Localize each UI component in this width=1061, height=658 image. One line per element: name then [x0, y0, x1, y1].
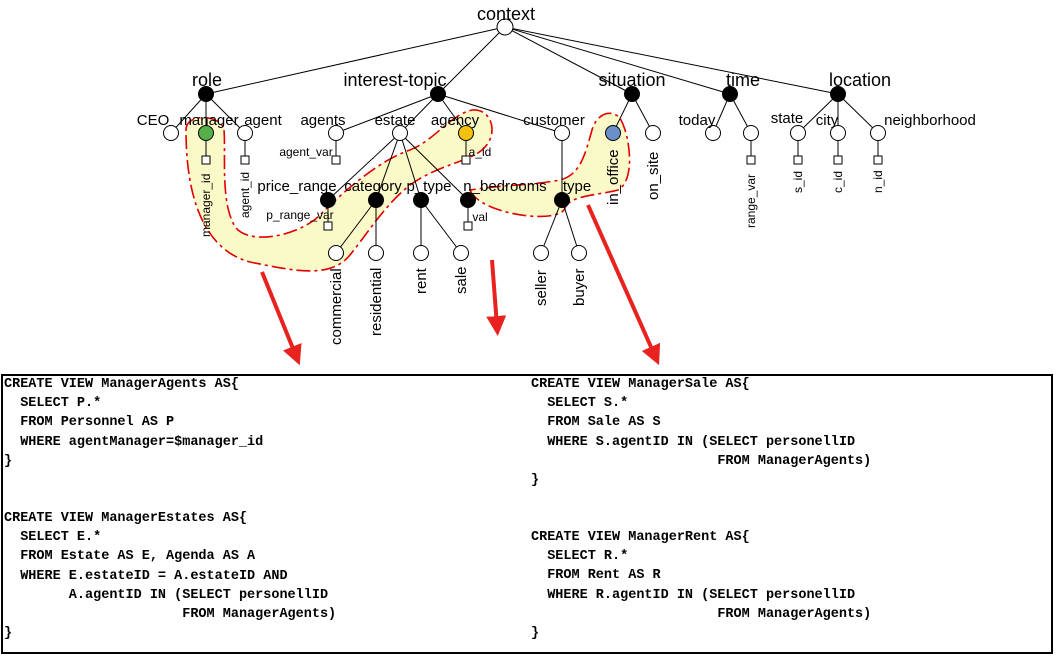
label-agent: agent	[244, 112, 282, 129]
label-p-type: p_type	[406, 178, 451, 195]
param-box-n-id	[873, 155, 883, 165]
node-neighborhood	[870, 125, 886, 141]
label-rent: rent	[413, 267, 430, 294]
label-customer: customer	[523, 112, 585, 129]
arrow-to-manager-agents	[260, 271, 302, 366]
node-commercial	[328, 245, 344, 261]
highlight-region-right	[468, 112, 631, 218]
label-neighborhood: neighborhood	[884, 112, 976, 129]
node-sale	[453, 245, 469, 261]
param-box-val	[463, 221, 473, 231]
view-manager-estates: CREATE VIEW ManagerEstates AS{ SELECT E.…	[4, 511, 337, 642]
label-c-id: c_id	[831, 171, 845, 193]
label-n-id: n_id	[871, 170, 885, 193]
label-agents: agents	[300, 112, 345, 129]
param-box-agent-id	[240, 155, 250, 165]
label-category: category	[344, 178, 402, 195]
arrow-to-manager-sale	[586, 204, 661, 366]
label-today: today	[679, 112, 716, 129]
node-manager	[198, 125, 214, 141]
label-manager: manager	[179, 112, 238, 129]
label-residential: residential	[368, 268, 385, 336]
node-buyer	[571, 245, 587, 261]
node-agents	[328, 125, 344, 141]
node-residential	[368, 245, 384, 261]
label-p-range-var: p_range_var	[266, 208, 333, 222]
node-situation	[624, 86, 640, 102]
label-on-site: on_site	[645, 152, 662, 200]
label-a-id: a_id	[469, 145, 492, 159]
param-box-s-id	[793, 155, 803, 165]
node-state	[790, 125, 806, 141]
node-ceo	[163, 125, 179, 141]
label-val: val	[472, 210, 487, 224]
node-time	[722, 86, 738, 102]
tree-edges	[170, 26, 879, 254]
label-in-office: in_office	[605, 149, 622, 205]
label-state: state	[771, 110, 804, 127]
label-range-var: range_var	[744, 174, 758, 228]
node-price-range	[320, 192, 336, 208]
param-box-agent-var	[331, 155, 341, 165]
node-city	[830, 125, 846, 141]
node-rent	[413, 245, 429, 261]
view-manager-agents: CREATE VIEW ManagerAgents AS{ SELECT P.*…	[4, 377, 264, 469]
label-agency: agency	[431, 112, 480, 129]
view-manager-rent: CREATE VIEW ManagerRent AS{ SELECT R.* F…	[531, 530, 872, 642]
label-commercial: commercial	[328, 268, 345, 345]
param-box-range-var	[746, 155, 756, 165]
highlight-region	[185, 109, 493, 272]
node-interest-topic	[430, 86, 446, 102]
parameter-boxes	[201, 155, 883, 231]
label-price-range: price_range	[257, 178, 336, 195]
node-p-type	[413, 192, 429, 208]
node-estate	[392, 125, 408, 141]
node-agency	[458, 125, 474, 141]
sql-views-panel: CREATE VIEW ManagerAgents AS{ SELECT P.*…	[1, 374, 1053, 654]
label-context: context	[477, 4, 535, 24]
label-interest-topic: interest-topic	[343, 70, 446, 90]
node-category	[368, 192, 384, 208]
label-time: time	[726, 70, 760, 90]
label-sale: sale	[453, 266, 470, 294]
label-n-bedrooms: n_bedrooms	[463, 178, 546, 195]
view-manager-sale: CREATE VIEW ManagerSale AS{ SELECT S.* F…	[531, 377, 872, 489]
label-buyer: buyer	[571, 268, 588, 306]
param-box-a-id	[461, 155, 471, 165]
label-estate: estate	[375, 112, 416, 129]
label-situation: situation	[598, 70, 665, 90]
node-in-office	[605, 125, 621, 141]
label-city: city	[816, 112, 839, 129]
label-seller: seller	[533, 270, 550, 306]
node-location	[830, 86, 846, 102]
node-customer	[554, 125, 570, 141]
node-seller	[533, 245, 549, 261]
label-manager-id: manager_id	[199, 174, 213, 237]
label-role: role	[192, 70, 222, 90]
node-context	[496, 18, 514, 36]
node-n-bedrooms	[460, 192, 476, 208]
node-range	[743, 125, 759, 141]
label-agent-var: agent_var	[279, 145, 332, 159]
node-role	[198, 86, 214, 102]
label-ceo: CEO	[137, 112, 170, 129]
param-box-c-id	[833, 155, 843, 165]
param-box-manager-id	[201, 155, 211, 165]
arrow-to-manager-estates	[486, 259, 507, 336]
label-agent-id: agent_id	[238, 172, 252, 218]
label-s-id: s_id	[791, 171, 805, 193]
node-on-site	[645, 125, 661, 141]
label-location: location	[829, 70, 891, 90]
node-today	[705, 125, 721, 141]
node-agent	[237, 125, 253, 141]
label-type: type	[563, 178, 591, 195]
node-type	[554, 192, 570, 208]
tree-nodes	[163, 18, 886, 261]
param-box-p-range-var	[323, 221, 333, 231]
view-arrows	[260, 204, 661, 366]
